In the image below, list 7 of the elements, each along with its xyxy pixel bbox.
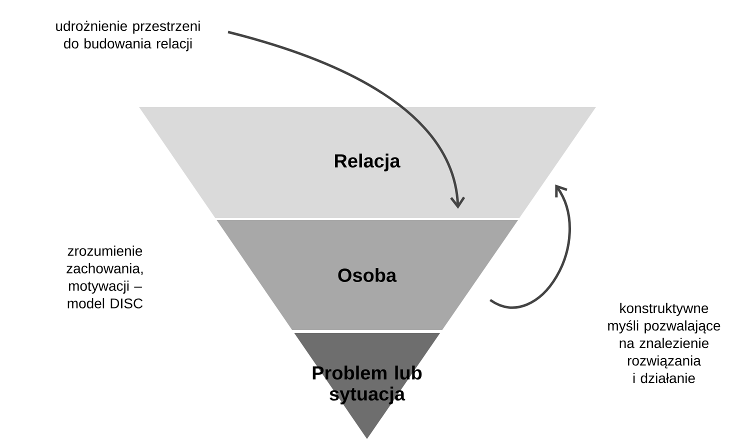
annotation-text: udrożnienie przestrzeni do budowania relacji bbox=[56, 20, 200, 52]
annotation-text: zrozumienie zachowania, motywacji – model DISC bbox=[66, 246, 143, 308]
curved-arrow bbox=[490, 184, 571, 309]
annotation-text: konstruktywne myśli pozwalające na znalezienie rozwiązania i działanie bbox=[608, 302, 720, 384]
funnel-band: Osoba bbox=[216, 220, 518, 330]
curved-arrow bbox=[228, 30, 466, 209]
funnel-band: Relacja bbox=[139, 107, 596, 218]
